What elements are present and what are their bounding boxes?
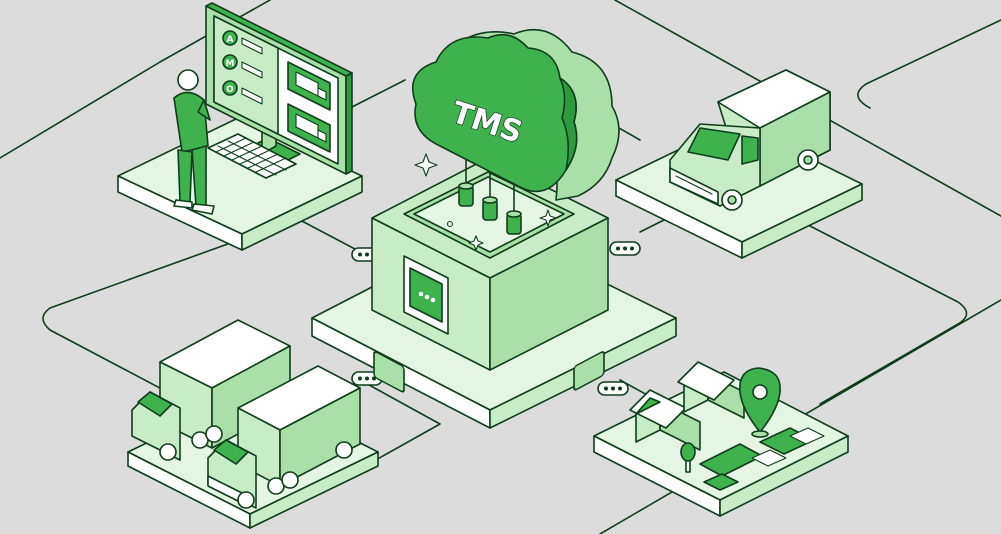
connector-chip-right (609, 241, 641, 256)
person-user (173, 69, 215, 215)
sparkle (539, 209, 557, 227)
screen-truck-card-2 (287, 103, 331, 153)
location-pin-icon (739, 367, 781, 438)
menu-letter-o: O (226, 85, 234, 95)
sparkle (468, 235, 484, 251)
map-location (593, 361, 849, 517)
connector-chip-bottom-right (597, 381, 629, 396)
house-2 (677, 361, 745, 419)
cable-plug-3 (506, 210, 522, 235)
cable-plug-1 (458, 182, 474, 207)
vent-left (373, 351, 405, 393)
tms-cloud: TMS (411, 28, 620, 201)
truck-front (207, 365, 361, 509)
sparkle (414, 153, 438, 177)
vent-right (573, 351, 605, 391)
screen-menu: A M O (222, 30, 263, 105)
keyboard (207, 133, 297, 179)
server-panel (403, 255, 449, 335)
screen-truck-card-1 (287, 61, 331, 111)
computer-workstation: A M O (117, 2, 363, 251)
cable-plug-2 (482, 196, 498, 221)
menu-letter-m: M (226, 59, 235, 69)
freight-trucks (127, 319, 379, 529)
tree-icon (680, 442, 696, 473)
tms-server (311, 149, 677, 429)
delivery-van (615, 69, 863, 259)
menu-letter-a: A (227, 35, 234, 45)
